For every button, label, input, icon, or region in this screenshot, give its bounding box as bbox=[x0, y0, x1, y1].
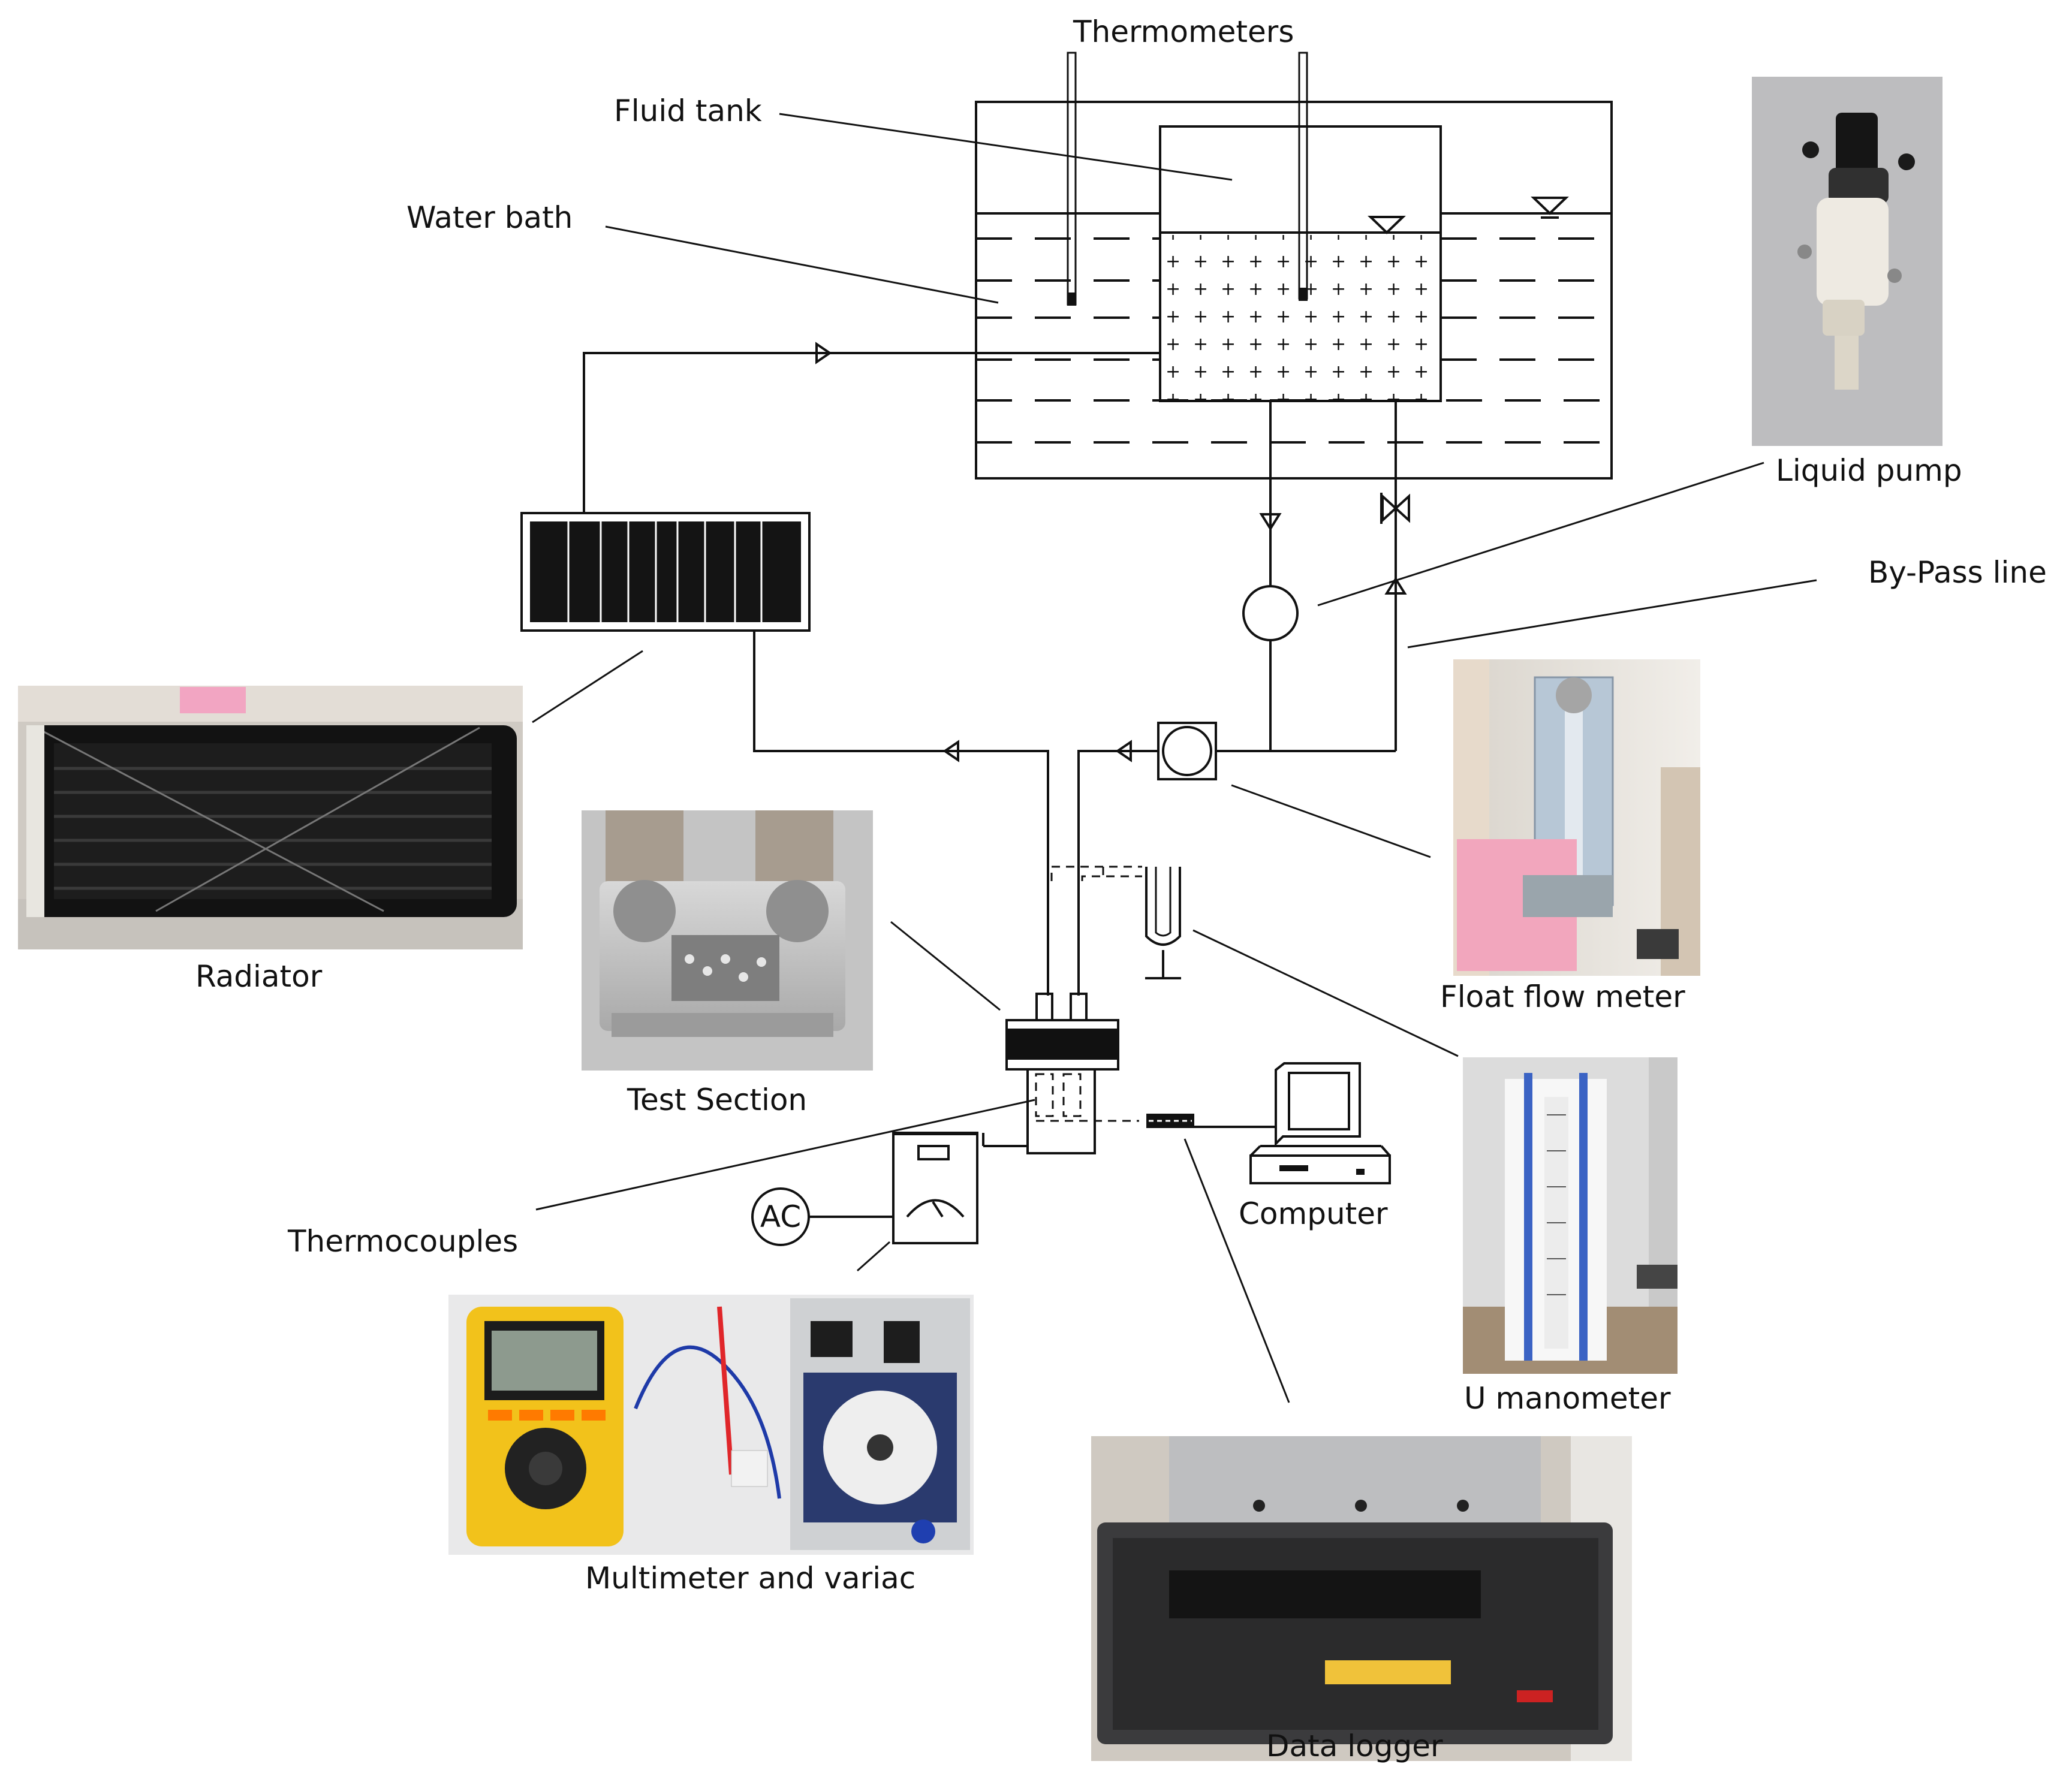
thermometers-label: Thermometers bbox=[1073, 14, 1294, 49]
bypass-line-label: By-Pass line bbox=[1868, 555, 2047, 590]
data-logger-label: Data logger bbox=[1266, 1729, 1443, 1763]
water-bath-label: Water bath bbox=[406, 200, 573, 235]
fluid-tank bbox=[1159, 125, 1442, 402]
radiator-photo bbox=[18, 686, 523, 949]
test-section-label: Test Section bbox=[627, 1083, 807, 1117]
variac-symbol bbox=[809, 1132, 978, 1244]
ac-source: AC bbox=[751, 1187, 810, 1246]
u-manometer-symbol bbox=[1145, 867, 1181, 979]
computer-symbol bbox=[1249, 1062, 1391, 1184]
float-flow-meter-photo bbox=[1453, 659, 1700, 976]
fluid-tank-label: Fluid tank bbox=[614, 94, 762, 128]
test-section-symbol bbox=[892, 993, 1139, 1244]
liquid-pump-photo bbox=[1752, 77, 1943, 446]
radiator-symbol bbox=[520, 512, 811, 632]
thermometer-tank bbox=[1298, 52, 1308, 301]
ac-source-label: AC bbox=[760, 1199, 801, 1234]
liquid-pump-label: Liquid pump bbox=[1776, 453, 1962, 488]
radiator-label: Radiator bbox=[195, 959, 323, 994]
test-section-photo bbox=[582, 810, 873, 1071]
thermometer-bath bbox=[1067, 52, 1077, 306]
multimeter-variac-photo bbox=[448, 1295, 974, 1555]
multimeter-variac-label: Multimeter and variac bbox=[585, 1561, 915, 1596]
data-logger-symbol bbox=[1146, 1114, 1276, 1128]
u-manometer-label: U manometer bbox=[1464, 1381, 1671, 1416]
piping bbox=[583, 342, 1410, 996]
thermocouples-label: Thermocouples bbox=[287, 1224, 518, 1259]
pressure-taps bbox=[1050, 866, 1142, 881]
u-manometer-photo bbox=[1463, 1057, 1678, 1374]
computer-label: Computer bbox=[1239, 1196, 1388, 1231]
leader-lines bbox=[532, 113, 1817, 1403]
data-logger-photo bbox=[1091, 1436, 1632, 1761]
float-flow-meter-label: Float flow meter bbox=[1440, 979, 1685, 1014]
water-bath bbox=[975, 101, 1613, 480]
